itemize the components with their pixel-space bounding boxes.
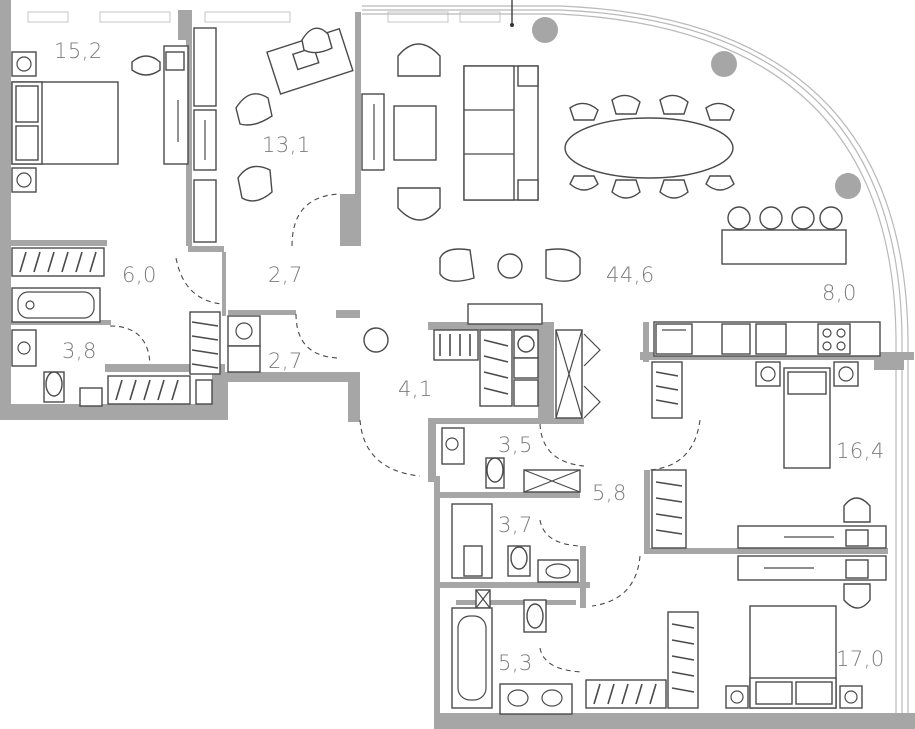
living-furniture — [361, 43, 847, 282]
area-label-wc: 3,5 — [498, 433, 533, 457]
area-label-wardrobe-1: 6,0 — [122, 263, 157, 287]
entrance-dot — [510, 23, 514, 27]
west-service-furniture — [11, 247, 389, 407]
area-label-bathroom-1: 3,8 — [62, 339, 97, 363]
area-label-storage: 4,1 — [398, 377, 433, 401]
curved-facade — [362, 5, 909, 729]
area-label-bathroom-3: 5,3 — [498, 651, 533, 675]
area-label-hall-1: 2,7 — [268, 263, 303, 287]
bedroom-3-furniture — [585, 555, 887, 709]
core-furniture — [433, 303, 601, 715]
bedroom-2-furniture — [651, 361, 887, 549]
bedroom-1-furniture — [11, 45, 189, 193]
area-label-bedroom-3: 17,0 — [836, 647, 885, 671]
area-label-bedroom-2: 16,4 — [836, 439, 885, 463]
area-label-bathroom-2: 3,7 — [498, 513, 533, 537]
doors — [109, 193, 701, 673]
area-labels: 15,2 13,1 6,0 2,7 2,7 3,8 44,6 8,0 4,1 3… — [54, 39, 885, 675]
area-label-living-room: 44,6 — [606, 263, 655, 287]
area-label-kitchen: 8,0 — [822, 281, 857, 305]
window-strips — [27, 11, 501, 23]
kitchen-furniture — [653, 321, 881, 357]
area-label-bedroom-1: 15,2 — [54, 39, 103, 63]
study-furniture — [193, 27, 354, 243]
area-label-corridor: 5,8 — [592, 481, 627, 505]
facade-columns — [532, 17, 861, 199]
area-label-hall-2: 2,7 — [268, 349, 303, 373]
area-label-study: 13,1 — [262, 133, 311, 157]
